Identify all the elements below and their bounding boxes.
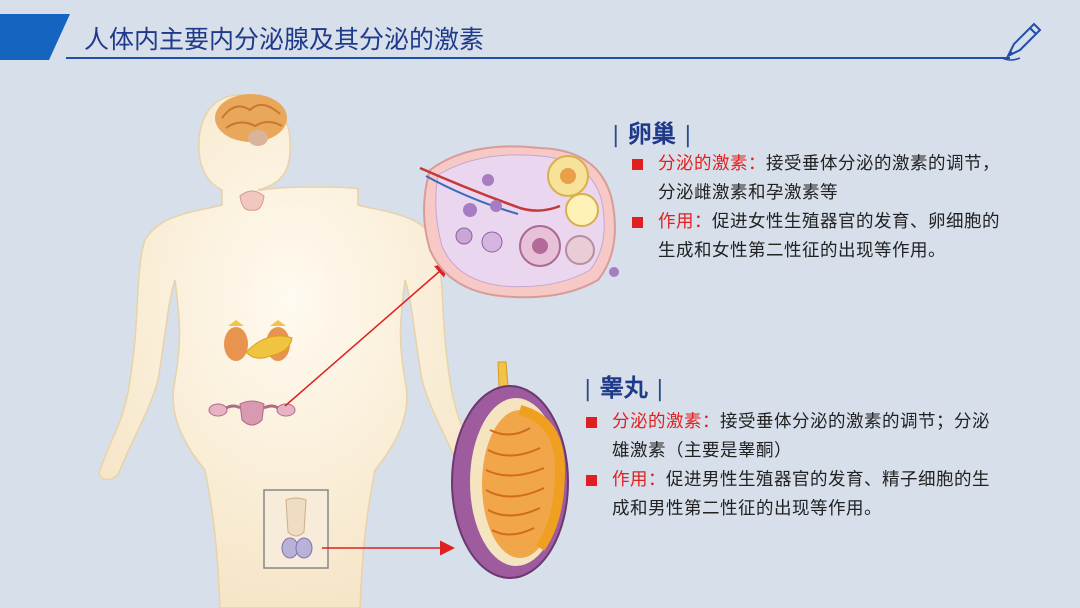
- body-figure: [98, 94, 482, 608]
- ovary-item-function-label: 作用：: [658, 212, 712, 232]
- testis-item-function-text: 促进男性生殖器官的发育、精子细胞的生成和男性第二性征的出现等作用。: [612, 470, 990, 519]
- ovary-item-function-text: 促进女性生殖器官的发育、卵细胞的生成和女性第二性征的出现等作用。: [658, 212, 1000, 261]
- ovary-item-hormones-text: 接受垂体分泌的激素的调节，分泌雌激素和孕激素等: [658, 154, 1000, 203]
- testis-heading-bar-left: |: [584, 377, 592, 402]
- testis-illustration: [451, 361, 569, 579]
- testis-title: 睾丸: [599, 374, 648, 402]
- ovary-item-hormones: 分泌的激素：接受垂体分泌的激素的调节，分泌雌激素和孕激素等: [632, 150, 1000, 208]
- testis-heading: | 睾丸 |: [584, 368, 664, 403]
- testis-item-hormones: 分泌的激素：接受垂体分泌的激素的调节；分泌雄激素（主要是睾酮）: [586, 408, 1004, 466]
- pen-icon: [1001, 22, 1042, 61]
- ovary-heading-bar-right: |: [684, 123, 692, 148]
- ovary-title: 卵巢: [627, 120, 676, 148]
- ovary-item-function: 作用：促进女性生殖器官的发育、卵细胞的生成和女性第二性征的出现等作用。: [632, 208, 1000, 266]
- page-title: 人体内主要内分泌腺及其分泌的激素: [84, 25, 485, 54]
- ovary-heading-bar-left: |: [612, 123, 620, 148]
- ovary-description: 分泌的激素：接受垂体分泌的激素的调节，分泌雌激素和孕激素等 作用：促进女性生殖器…: [632, 150, 1000, 266]
- ovary-pointer-arrow: [284, 262, 451, 407]
- header-underline: [66, 57, 1010, 59]
- ovary-illustration: [419, 145, 619, 299]
- testis-item-hormones-text: 接受垂体分泌的激素的调节；分泌雄激素（主要是睾酮）: [612, 412, 990, 461]
- ovary-item-hormones-label: 分泌的激素：: [658, 154, 766, 174]
- testis-heading-bar-right: |: [656, 377, 664, 402]
- testis-description: 分泌的激素：接受垂体分泌的激素的调节；分泌雄激素（主要是睾酮） 作用：促进男性生…: [586, 408, 1004, 524]
- ovary-heading: | 卵巢 |: [612, 114, 692, 149]
- testis-item-function: 作用：促进男性生殖器官的发育、精子细胞的生成和男性第二性征的出现等作用。: [586, 466, 1004, 524]
- ovary-item-hormones-bullet: [632, 159, 643, 170]
- ovary-item-function-bullet: [632, 217, 643, 228]
- testis-item-hormones-bullet: [586, 417, 597, 428]
- testis-item-function-label: 作用：: [612, 470, 666, 490]
- testis-item-function-bullet: [586, 475, 597, 486]
- testis-item-hormones-label: 分泌的激素：: [612, 412, 720, 432]
